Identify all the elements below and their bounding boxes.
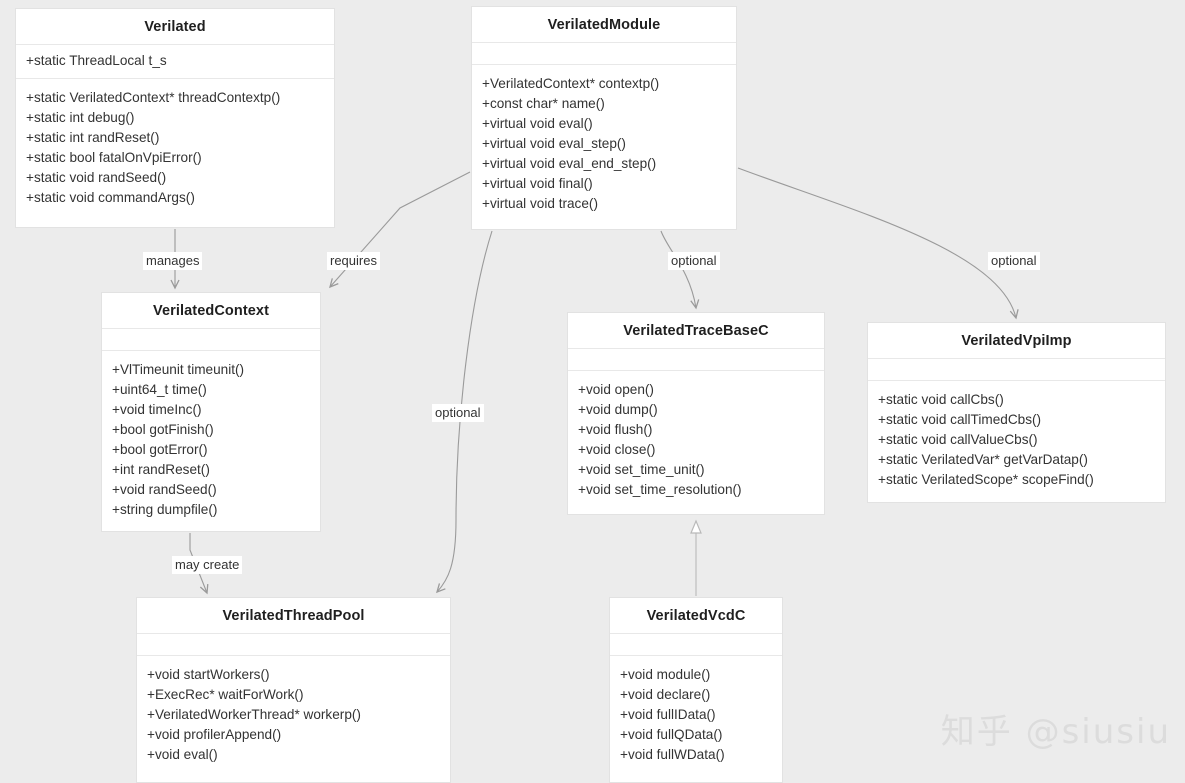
class-method: +uint64_t time() xyxy=(112,382,207,397)
class-method: +virtual void trace() xyxy=(482,196,598,211)
class-method: +ExecRec* waitForWork() xyxy=(147,687,304,702)
class-method: +bool gotError() xyxy=(112,442,208,457)
class-method: +void open() xyxy=(578,382,654,397)
class-title-verilated: Verilated xyxy=(16,9,334,45)
class-attributes-verilated-trace-base-c xyxy=(568,349,824,371)
class-attributes-verilated-context xyxy=(102,329,320,351)
class-box-verilated[interactable]: Verilated +static ThreadLocal t_s +static … xyxy=(15,8,335,228)
class-method: +virtual void eval() xyxy=(482,116,593,131)
class-method: +VlTimeunit timeunit() xyxy=(112,362,245,377)
class-methods-verilated: +static VerilatedContext* threadContextp… xyxy=(16,79,334,218)
class-method: +bool gotFinish() xyxy=(112,422,214,437)
watermark: 知乎 @siusiu xyxy=(940,712,1171,752)
class-methods-verilated-vpi-imp: +static void callCbs() +static void callT… xyxy=(868,381,1165,500)
class-box-verilated-context[interactable]: VerilatedContext +VlTimeunit timeunit() +u… xyxy=(101,292,321,532)
class-methods-verilated-vcd-c: +void module() +void declare() +void fullI… xyxy=(610,656,782,775)
class-attributes-verilated: +static ThreadLocal t_s xyxy=(16,45,334,79)
class-title-verilated-trace-base-c: VerilatedTraceBaseC xyxy=(568,313,824,349)
class-title-verilated-vcd-c: VerilatedVcdC xyxy=(610,598,782,634)
class-box-verilated-module[interactable]: VerilatedModule +VerilatedContext* contex… xyxy=(471,6,737,230)
class-method: +void set_time_resolution() xyxy=(578,482,742,497)
class-title-verilated-thread-pool: VerilatedThreadPool xyxy=(137,598,450,634)
class-method: +void set_time_unit() xyxy=(578,462,705,477)
class-method: +static VerilatedScope* scopeFind() xyxy=(878,472,1094,487)
class-method: +string dumpfile() xyxy=(112,502,218,517)
class-title-verilated-context: VerilatedContext xyxy=(102,293,320,329)
class-method: +void timeInc() xyxy=(112,402,202,417)
class-box-verilated-vcd-c[interactable]: VerilatedVcdC +void module() +void declare… xyxy=(609,597,783,783)
class-box-verilated-trace-base-c[interactable]: VerilatedTraceBaseC +void open() +void dum… xyxy=(567,312,825,515)
class-method: +void eval() xyxy=(147,747,218,762)
class-method: +static void callCbs() xyxy=(878,392,1004,407)
class-method: +static VerilatedVar* getVarDatap() xyxy=(878,452,1088,467)
class-method: +static void commandArgs() xyxy=(26,190,195,205)
class-box-verilated-vpi-imp[interactable]: VerilatedVpiImp+static void callCbs()+st… xyxy=(867,322,1166,503)
class-methods-verilated-thread-pool: +void startWorkers() +ExecRec* waitForWor… xyxy=(137,656,450,775)
class-method: +void startWorkers() xyxy=(147,667,270,682)
class-method: +static void callValueCbs() xyxy=(878,432,1038,447)
class-method: +void fullIData() xyxy=(620,707,716,722)
edge-optional-trace-label: optional xyxy=(668,252,720,270)
class-method: +static int randReset() xyxy=(26,130,160,145)
class-method: +static void randSeed() xyxy=(26,170,167,185)
edge-optional-vpi-line xyxy=(737,167,1019,320)
class-title-verilated-module: VerilatedModule xyxy=(472,7,736,43)
class-method: +virtual void final() xyxy=(482,176,593,191)
class-method: +static void callTimedCbs() xyxy=(878,412,1042,427)
class-method: +void declare() xyxy=(620,687,711,702)
class-method: +void close() xyxy=(578,442,656,457)
class-attributes-verilated-vpi-imp xyxy=(868,359,1165,381)
class-method: +static int debug() xyxy=(26,110,135,125)
class-attributes-verilated-module xyxy=(472,43,736,65)
class-methods-verilated-trace-base-c: +void open() +void dump() +void flush() +vo… xyxy=(568,371,824,510)
class-attribute: +static ThreadLocal t_s xyxy=(26,53,167,68)
class-method: +void dump() xyxy=(578,402,658,417)
class-box-verilated-thread-pool[interactable]: VerilatedThreadPool+void startWorkers()+… xyxy=(136,597,451,783)
edge-manages-label: manages xyxy=(143,252,203,270)
class-method: +const char* name() xyxy=(482,96,605,111)
class-method: +void randSeed() xyxy=(112,482,217,497)
class-method: +void module() xyxy=(620,667,711,682)
class-title-verilated-vpi-imp: VerilatedVpiImp xyxy=(868,323,1165,359)
class-method: +static bool fatalOnVpiError() xyxy=(26,150,202,165)
class-method: +void flush() xyxy=(578,422,653,437)
edge-optional-threadpool-label: optional xyxy=(432,404,484,422)
class-method: +virtual void eval_step() xyxy=(482,136,626,151)
class-method: +static VerilatedContext* threadContextp… xyxy=(26,90,281,105)
class-method: +virtual void eval_end_step() xyxy=(482,156,657,171)
class-attributes-verilated-thread-pool xyxy=(137,634,450,656)
class-methods-verilated-context: +VlTimeunit timeunit() +uint64_t time() +v… xyxy=(102,351,320,530)
edge-may-create-label: may create xyxy=(172,556,243,574)
class-method: +VerilatedContext* contextp() xyxy=(482,76,660,91)
edge-optional-vpi-label: optional xyxy=(988,252,1040,270)
class-method: +void fullQData() xyxy=(620,727,723,742)
class-method: +VerilatedWorkerThread* workerp() xyxy=(147,707,361,722)
class-method: +void fullWData() xyxy=(620,747,725,762)
class-methods-verilated-module: +VerilatedContext* contextp() +const char… xyxy=(472,65,736,224)
class-method: +int randReset() xyxy=(112,462,210,477)
edge-requires-label: requires xyxy=(327,252,380,270)
class-attributes-verilated-vcd-c xyxy=(610,634,782,656)
class-method: +void profilerAppend() xyxy=(147,727,282,742)
